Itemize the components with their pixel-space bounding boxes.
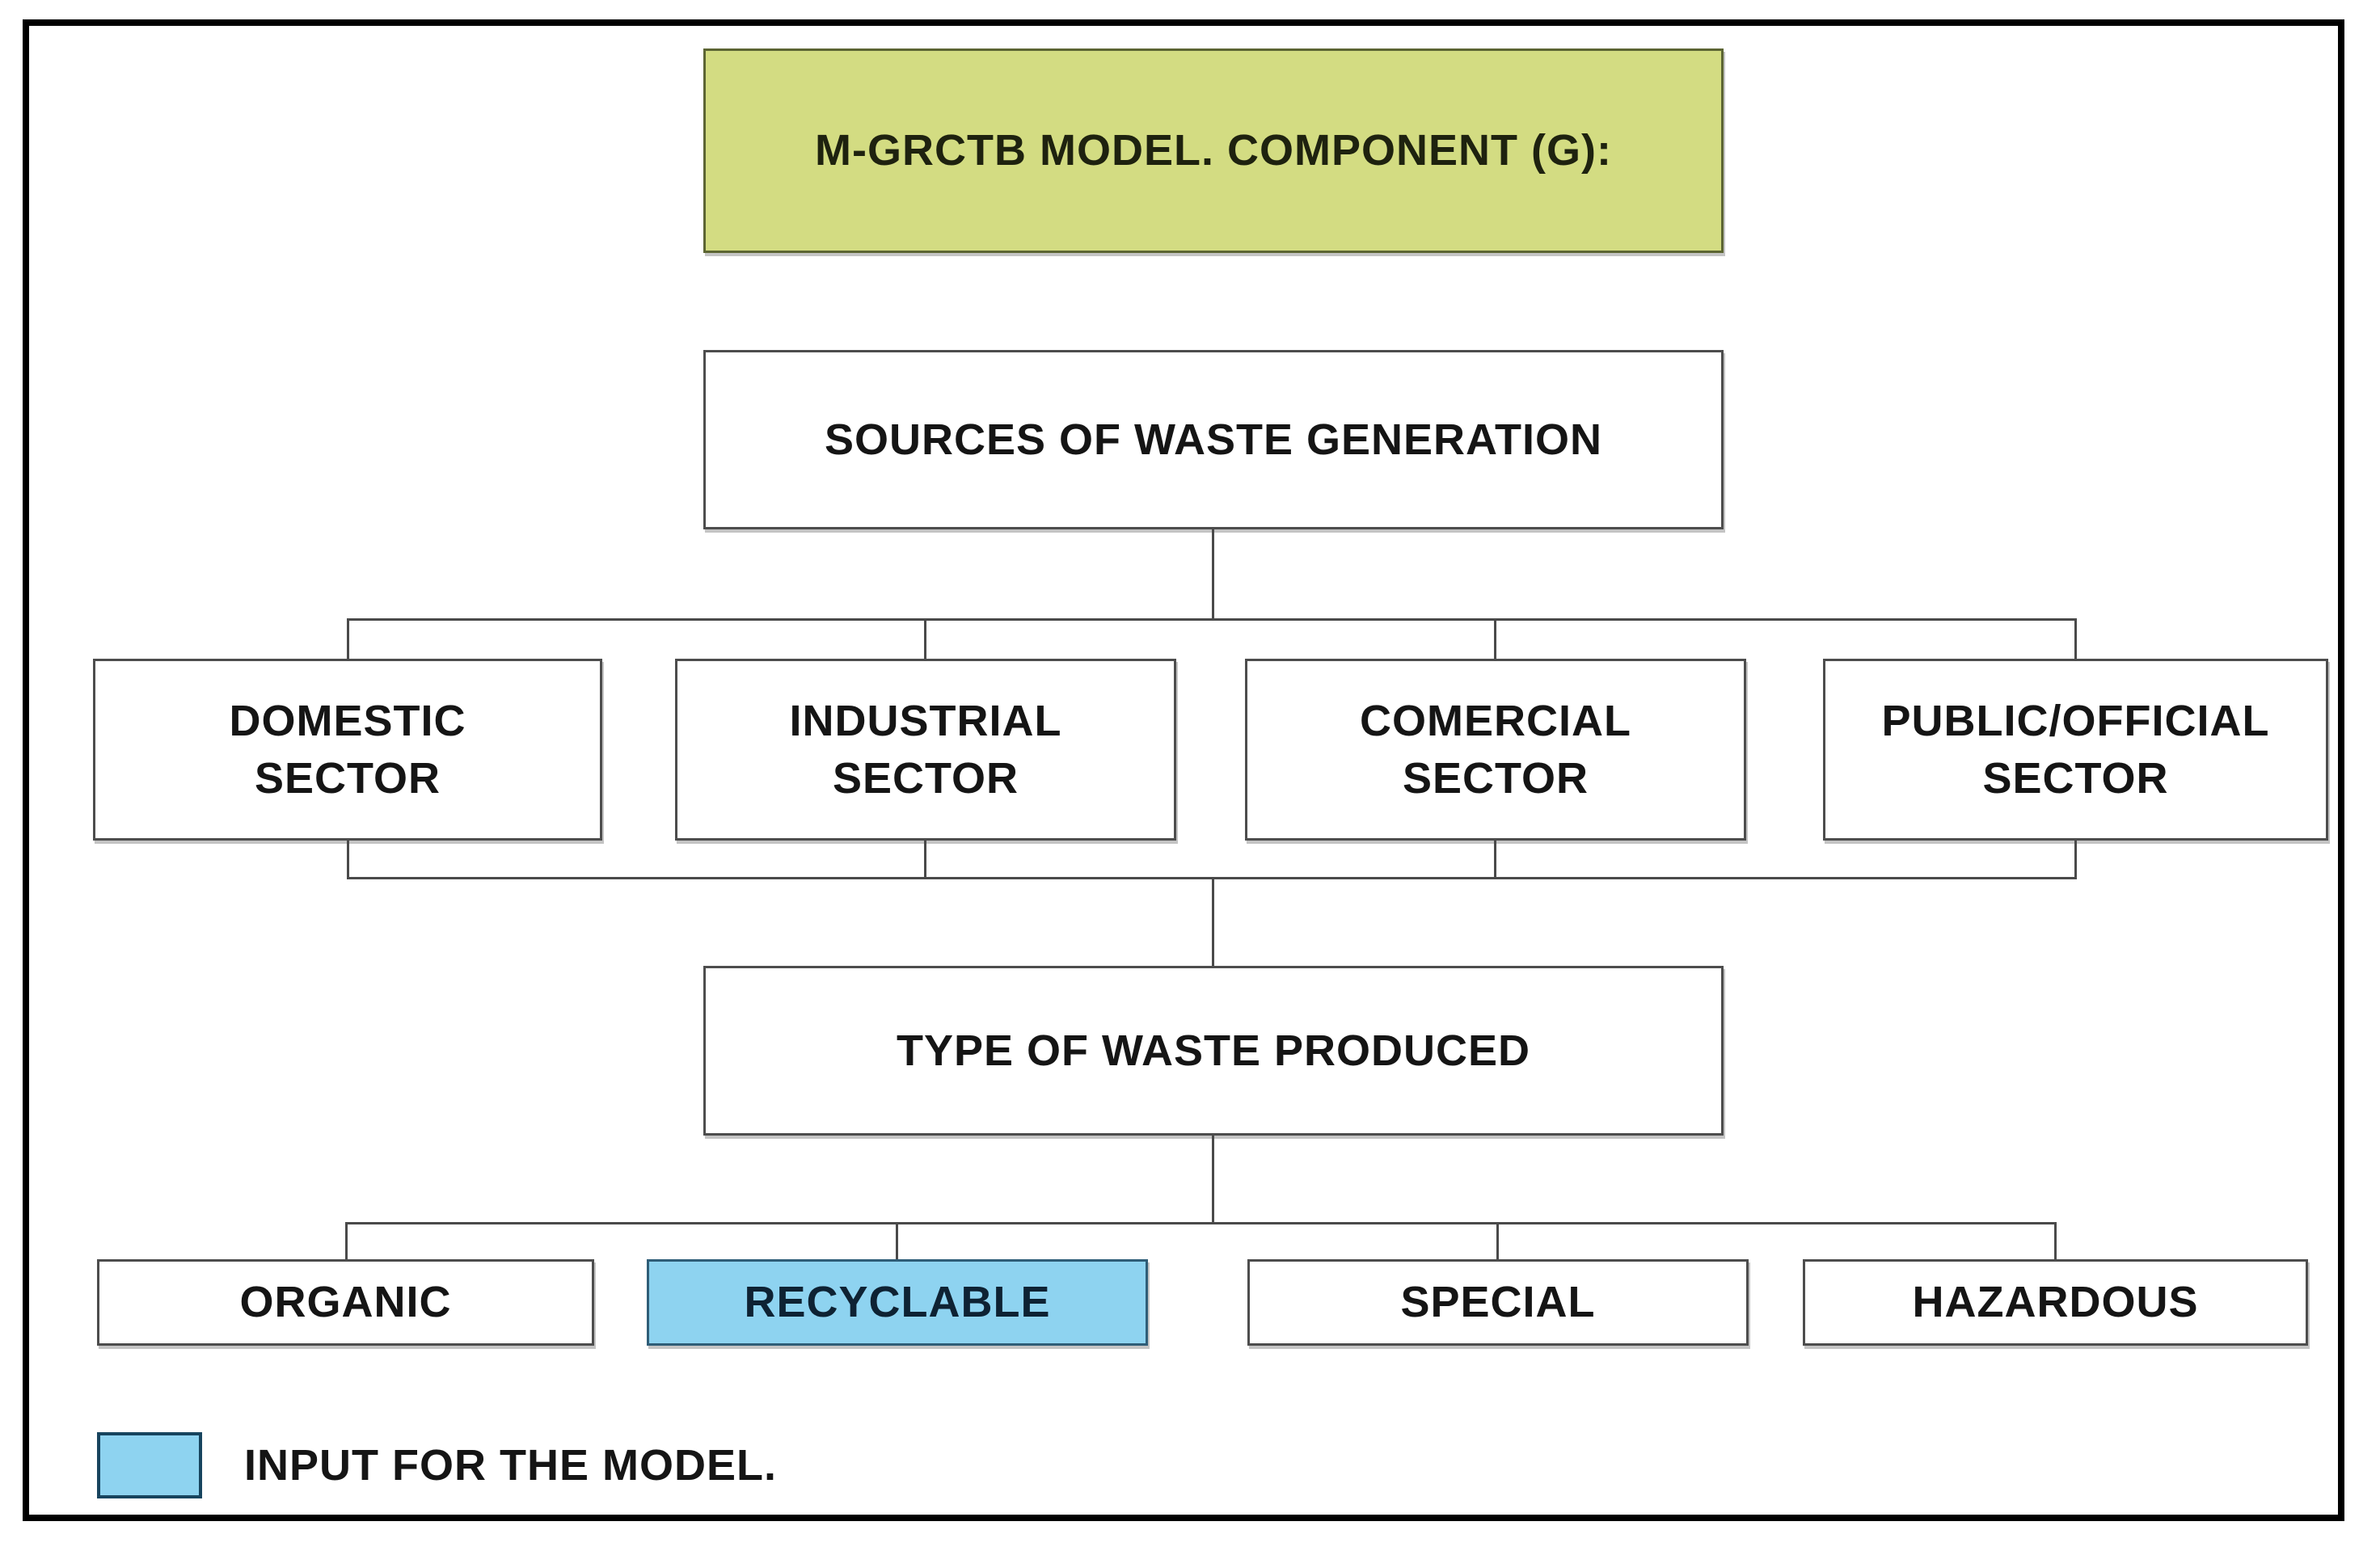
connector-stub-special: [1496, 1222, 1499, 1261]
sector-label-line1: PUBLIC/OFFICIAL: [1881, 697, 2270, 746]
model-component-title-label: M-GRCTB MODEL. COMPONENT (G):: [815, 126, 1612, 175]
waste-type-box-special: SPECIAL: [1247, 1259, 1749, 1346]
model-component-title-box: M-GRCTB MODEL. COMPONENT (G):: [703, 48, 1724, 253]
sector-box-public-official: PUBLIC/OFFICIAL SECTOR: [1823, 659, 2328, 841]
waste-type-label: RECYCLABLE: [744, 1278, 1051, 1327]
connector-stub-industrial-bottom: [924, 841, 926, 879]
sector-box-industrial: INDUSTRIAL SECTOR: [675, 659, 1176, 841]
connector-stub-industrial-top: [924, 618, 926, 660]
connector-stub-public-bottom: [2074, 841, 2077, 879]
connector-stub-organic: [345, 1222, 348, 1261]
connector-stub-hazardous: [2054, 1222, 2057, 1261]
sources-of-waste-generation-label: SOURCES OF WASTE GENERATION: [824, 415, 1603, 464]
waste-type-box-hazardous: HAZARDOUS: [1803, 1259, 2308, 1346]
connector-stub-comercial-top: [1494, 618, 1496, 660]
sector-label-line1: INDUSTRIAL: [789, 697, 1062, 746]
connector-stub-domestic-top: [347, 618, 349, 660]
waste-type-box-recyclable: RECYCLABLE: [647, 1259, 1148, 1346]
connector-type-up: [1212, 877, 1214, 966]
connector-sources-down: [1212, 529, 1214, 621]
legend-input-swatch: [97, 1432, 202, 1498]
sector-label-line2: SECTOR: [1982, 753, 2169, 803]
connector-type-down: [1212, 1136, 1214, 1224]
sector-label-line2: SECTOR: [254, 753, 441, 803]
sector-label-line1: DOMESTIC: [229, 697, 466, 746]
waste-type-label: SPECIAL: [1400, 1278, 1596, 1327]
waste-type-label: ORGANIC: [239, 1278, 452, 1327]
type-of-waste-produced-label: TYPE OF WASTE PRODUCED: [896, 1026, 1531, 1075]
sector-label-line2: SECTOR: [1402, 753, 1589, 803]
connector-stub-domestic-bottom: [347, 841, 349, 879]
connector-sector-branch-top: [347, 618, 2077, 621]
connector-waste-branch: [345, 1222, 2057, 1224]
legend-input-label: INPUT FOR THE MODEL.: [244, 1441, 777, 1490]
connector-stub-public-top: [2074, 618, 2077, 660]
connector-stub-recyclable: [896, 1222, 898, 1261]
sector-label-line1: COMERCIAL: [1360, 697, 1631, 746]
sector-box-comercial: COMERCIAL SECTOR: [1245, 659, 1746, 841]
waste-type-box-organic: ORGANIC: [97, 1259, 594, 1346]
sources-of-waste-generation-box: SOURCES OF WASTE GENERATION: [703, 350, 1724, 529]
waste-type-label: HAZARDOUS: [1912, 1278, 2199, 1327]
sector-label-line2: SECTOR: [832, 753, 1019, 803]
sector-box-domestic: DOMESTIC SECTOR: [93, 659, 602, 841]
connector-stub-comercial-bottom: [1494, 841, 1496, 879]
type-of-waste-produced-box: TYPE OF WASTE PRODUCED: [703, 966, 1724, 1136]
